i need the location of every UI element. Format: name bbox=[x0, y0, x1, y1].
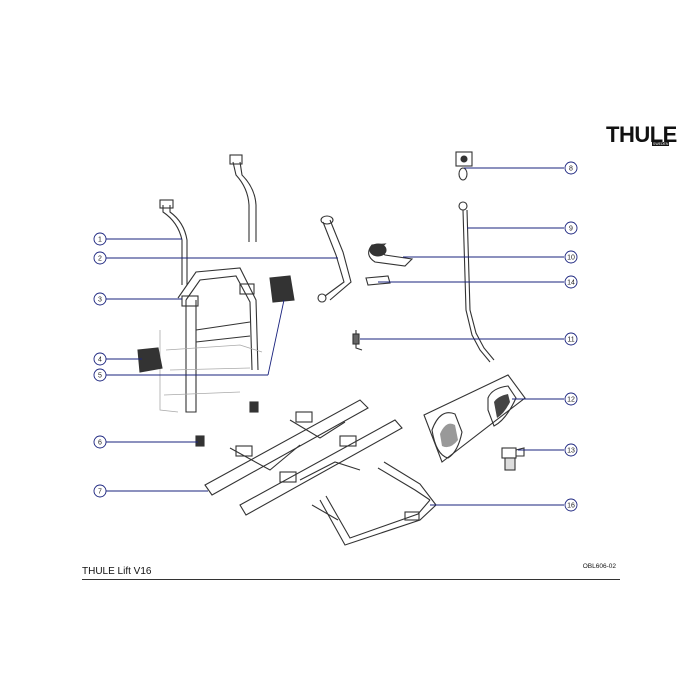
part-3-frame bbox=[177, 267, 259, 413]
callout-number: 2 bbox=[98, 255, 102, 262]
callout-number: 8 bbox=[569, 165, 573, 172]
ghost-frame bbox=[159, 330, 263, 413]
callout-number: 6 bbox=[98, 439, 102, 446]
logo-subtext: SWEDEN bbox=[652, 142, 670, 146]
callout-circle bbox=[564, 392, 578, 406]
callout-circle bbox=[564, 332, 578, 346]
part-2-arm bbox=[317, 215, 352, 303]
callout-circle bbox=[564, 221, 578, 235]
callout-16: 16 bbox=[564, 498, 578, 512]
callout-circle bbox=[564, 498, 578, 512]
callout-12: 12 bbox=[564, 392, 578, 406]
callout-circle bbox=[93, 368, 107, 382]
part-7-rails bbox=[204, 399, 403, 516]
part-11-clip bbox=[352, 330, 363, 351]
callout-circle bbox=[564, 250, 578, 264]
callout-4: 4 bbox=[93, 352, 107, 366]
callout-2: 2 bbox=[93, 251, 107, 265]
callout-number: 10 bbox=[567, 254, 575, 261]
callout-circle bbox=[93, 251, 107, 265]
callout-circle bbox=[93, 232, 107, 246]
part-5-pad bbox=[269, 275, 295, 303]
callout-14: 14 bbox=[564, 275, 578, 289]
part-4-pad bbox=[137, 347, 163, 373]
callout-number: 9 bbox=[569, 225, 573, 232]
callout-number: 16 bbox=[567, 502, 575, 509]
callout-7: 7 bbox=[93, 484, 107, 498]
callout-9: 9 bbox=[564, 221, 578, 235]
part-10-strap bbox=[368, 243, 414, 267]
callout-number: 13 bbox=[567, 447, 575, 454]
part-13-knob bbox=[501, 447, 525, 471]
callout-11: 11 bbox=[564, 332, 578, 346]
part-14-strap bbox=[365, 275, 391, 286]
callout-number: 5 bbox=[98, 372, 102, 379]
tube-upright bbox=[229, 154, 257, 242]
footer-divider bbox=[82, 579, 620, 580]
callout-circle bbox=[564, 443, 578, 457]
callout-number: 7 bbox=[98, 488, 102, 495]
callout-circle bbox=[564, 161, 578, 175]
callout-number: 14 bbox=[567, 279, 575, 286]
callout-1: 1 bbox=[93, 232, 107, 246]
part-8-lock bbox=[455, 151, 473, 181]
part-9-rod bbox=[458, 201, 495, 363]
part-1-tube bbox=[159, 199, 188, 285]
part-12-covers bbox=[423, 374, 526, 463]
callout-10: 10 bbox=[564, 250, 578, 264]
document-code: OBL606-02 bbox=[582, 563, 616, 570]
callout-number: 4 bbox=[98, 356, 102, 363]
callout-circle bbox=[93, 292, 107, 306]
callout-circle bbox=[93, 352, 107, 366]
callout-number: 12 bbox=[567, 396, 575, 403]
part-6-clip bbox=[195, 435, 205, 447]
callout-circle bbox=[564, 275, 578, 289]
callout-3: 3 bbox=[93, 292, 107, 306]
document-title: THULE Lift V16 bbox=[82, 566, 152, 577]
callout-circle bbox=[93, 484, 107, 498]
callout-13: 13 bbox=[564, 443, 578, 457]
callout-6: 6 bbox=[93, 435, 107, 449]
callout-number: 3 bbox=[98, 296, 102, 303]
callout-8: 8 bbox=[564, 161, 578, 175]
leader-lines bbox=[106, 167, 564, 506]
part-16-frame bbox=[311, 461, 437, 546]
callout-number: 1 bbox=[98, 236, 102, 243]
callout-5: 5 bbox=[93, 368, 107, 382]
callout-number: 11 bbox=[567, 336, 574, 343]
callout-circle bbox=[93, 435, 107, 449]
